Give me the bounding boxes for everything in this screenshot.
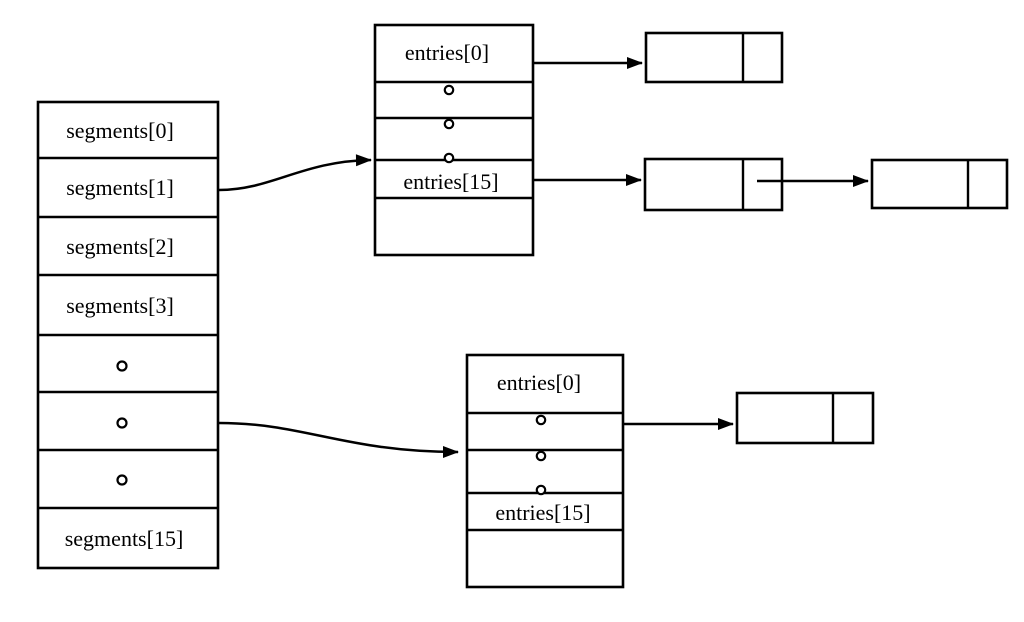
bottom-entries-row-0-label: entries[0] bbox=[497, 370, 581, 395]
top-entries-table-outline bbox=[373, 23, 535, 257]
ellipsis-dot-icon bbox=[116, 360, 128, 372]
ellipsis-dot-icon bbox=[116, 474, 128, 486]
arrow-segments1-to-top-entries bbox=[218, 154, 372, 192]
top-entries-row-15-label: entries[15] bbox=[403, 169, 498, 194]
bottom-entries-row-dividers bbox=[467, 411, 623, 532]
top-entries-table: entries[0] entries[15] bbox=[373, 23, 535, 257]
ellipsis-dot-icon bbox=[535, 414, 547, 426]
arrow-segments-to-bottom-entries bbox=[218, 421, 459, 458]
node-outline bbox=[735, 391, 875, 445]
node-outline bbox=[870, 158, 1009, 210]
middle-list-node-1 bbox=[643, 157, 784, 212]
bottom-entries-row-15-label: entries[15] bbox=[495, 500, 590, 525]
node-outline bbox=[643, 157, 784, 212]
top-entries-row-dividers bbox=[375, 80, 533, 200]
segments-row-2-label: segments[2] bbox=[66, 234, 174, 259]
segments-array-table: segments[0] segments[1] segments[2] segm… bbox=[36, 100, 220, 570]
ellipsis-dot-icon bbox=[443, 118, 455, 130]
ellipsis-dot-icon bbox=[443, 84, 455, 96]
segments-row-15-label: segments[15] bbox=[65, 526, 184, 551]
bottom-list-node bbox=[735, 391, 875, 445]
top-entries-row-0-label: entries[0] bbox=[405, 40, 489, 65]
bottom-entries-table-outline bbox=[465, 353, 625, 589]
middle-list-node-2 bbox=[870, 158, 1009, 210]
segments-row-3-label: segments[3] bbox=[66, 293, 174, 318]
ellipsis-dot-icon bbox=[116, 417, 128, 429]
top-list-node bbox=[644, 31, 784, 84]
segments-row-0-label: segments[0] bbox=[66, 118, 174, 143]
segments-row-1-label: segments[1] bbox=[66, 175, 174, 200]
node-outline bbox=[644, 31, 784, 84]
ellipsis-dot-icon bbox=[535, 484, 547, 496]
ellipsis-dot-icon bbox=[443, 152, 455, 164]
segments-table-row-dividers bbox=[38, 156, 218, 510]
bottom-entries-table: entries[0] entries[15] bbox=[465, 353, 625, 589]
ellipsis-dot-icon bbox=[535, 450, 547, 462]
